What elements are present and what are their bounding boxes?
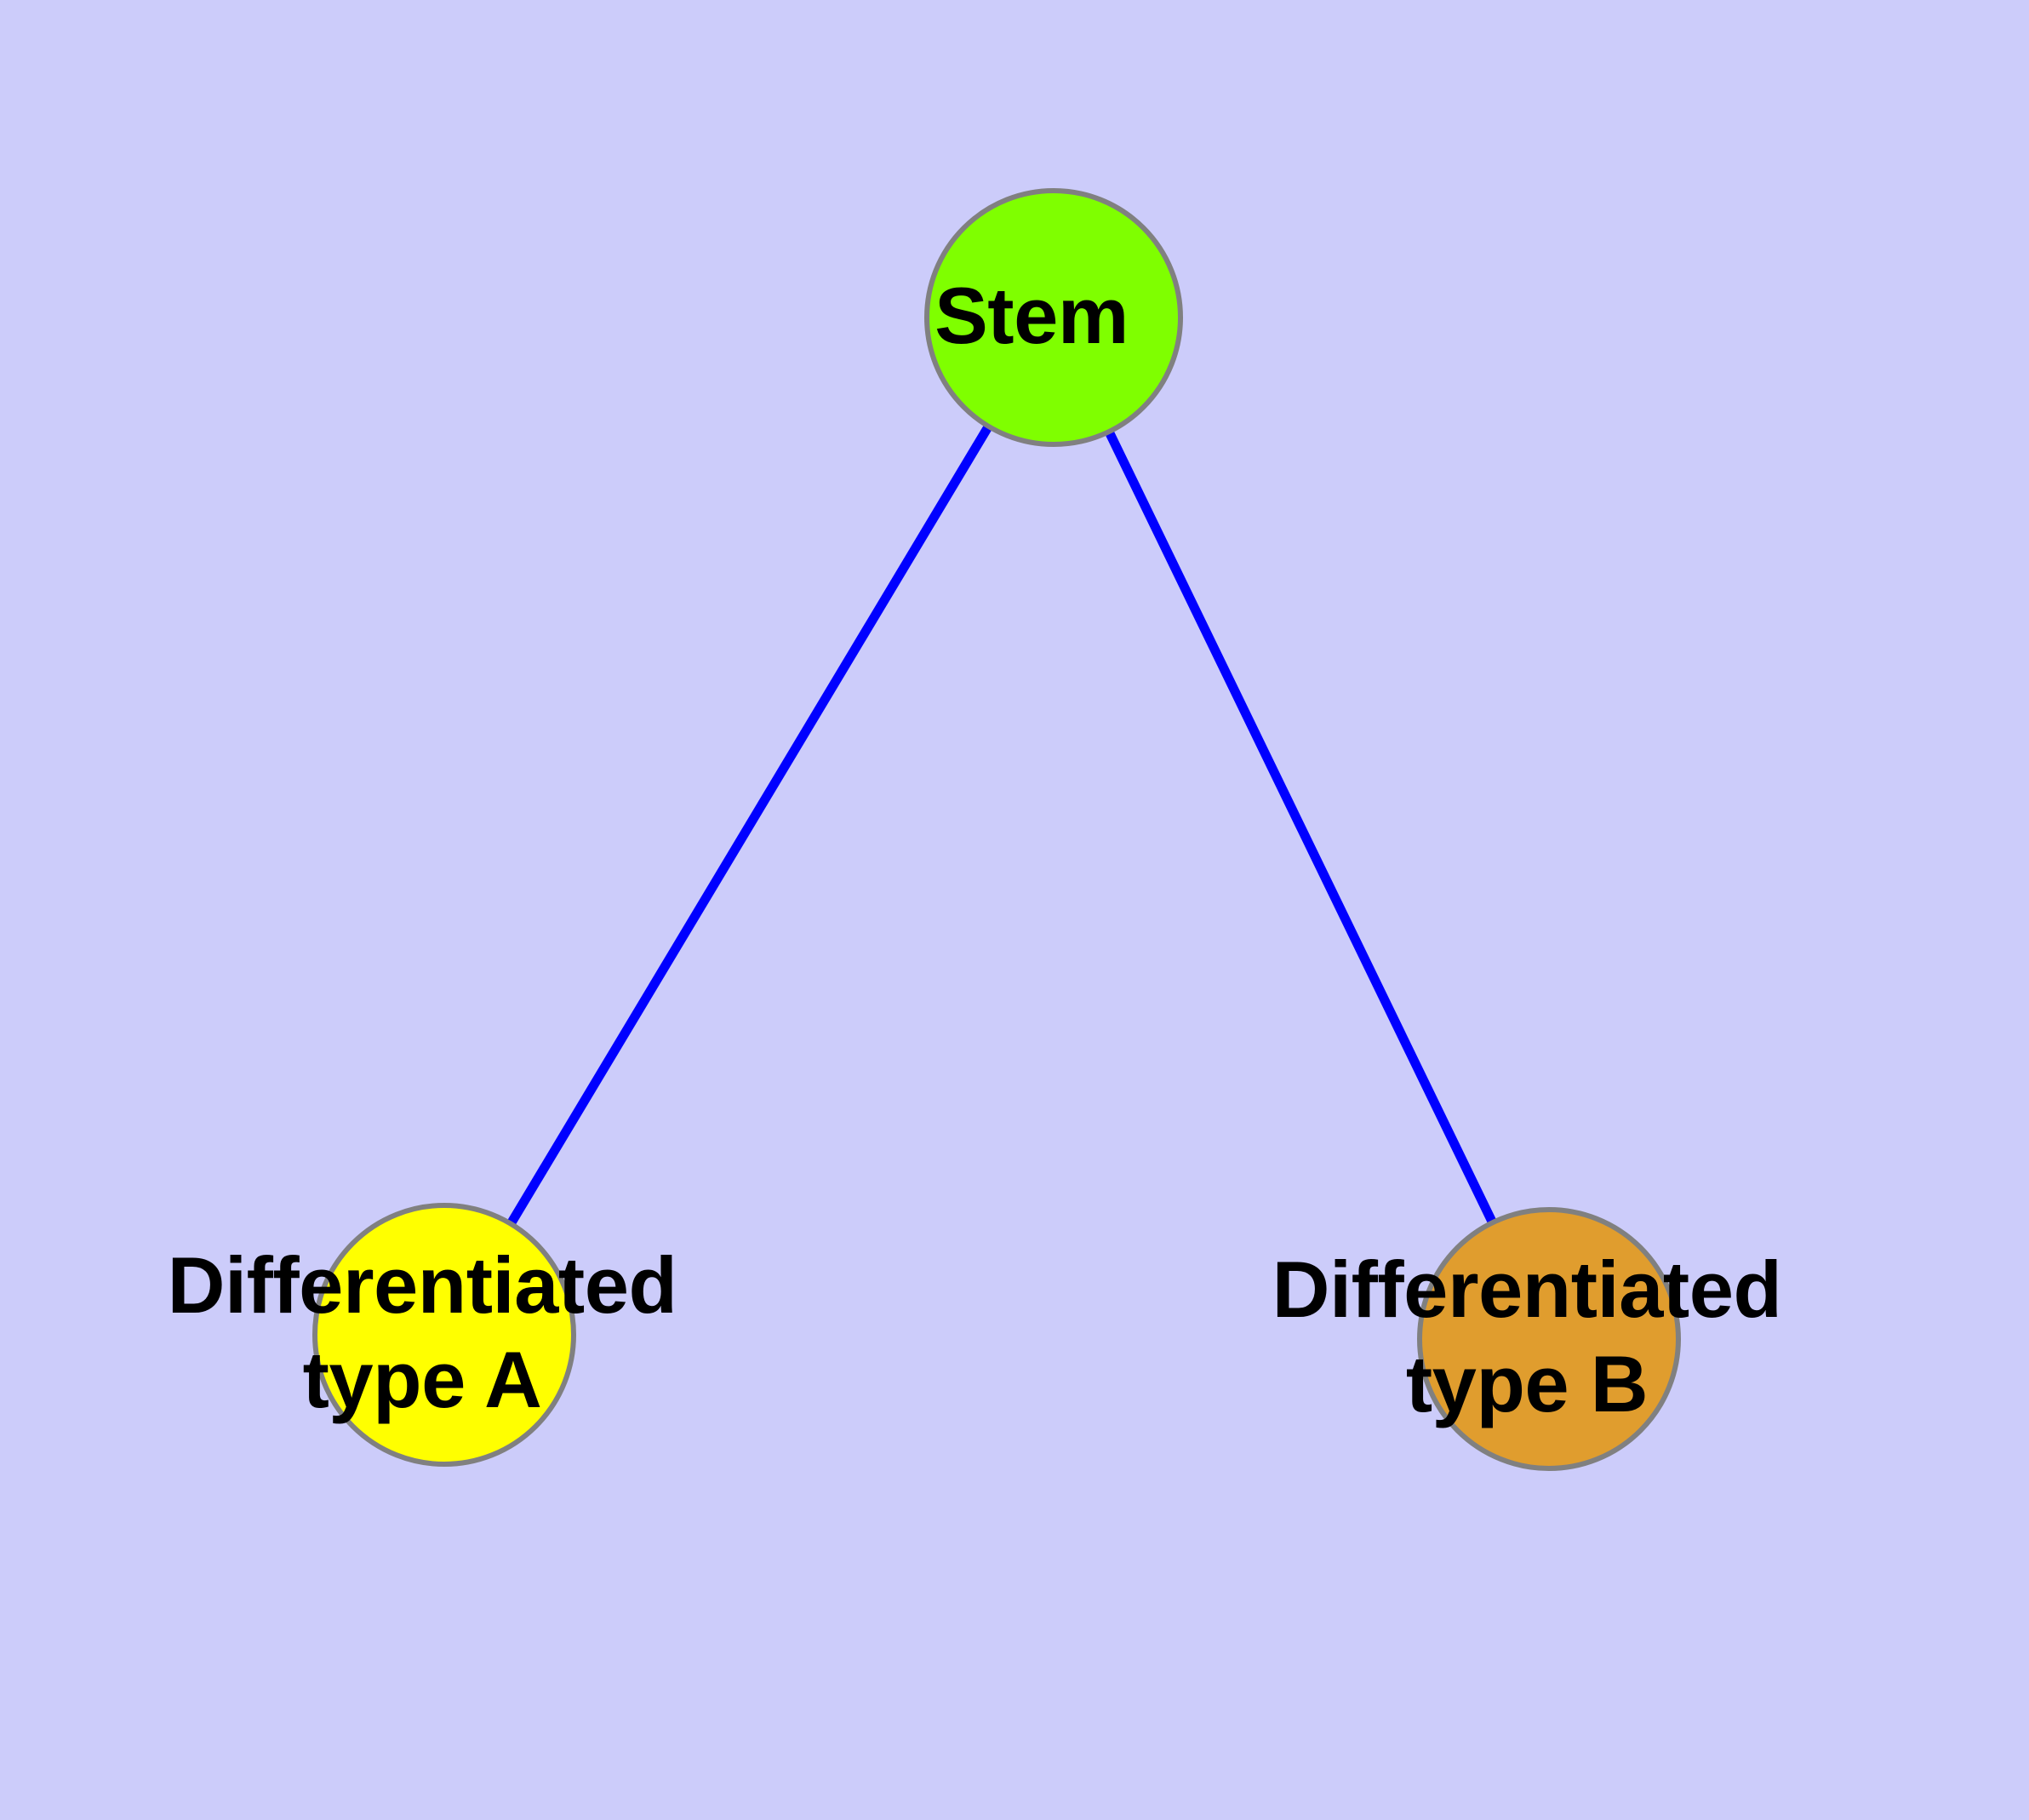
node-differentiated-type-a[interactable]: [312, 1203, 576, 1467]
edge-stem-to-differentiated-type-a[interactable]: [440, 315, 1058, 1337]
node-stem[interactable]: [924, 188, 1183, 447]
node-differentiated-type-b[interactable]: [1417, 1207, 1681, 1471]
edge-stem-to-differentiated-type-b[interactable]: [1049, 315, 1553, 1342]
